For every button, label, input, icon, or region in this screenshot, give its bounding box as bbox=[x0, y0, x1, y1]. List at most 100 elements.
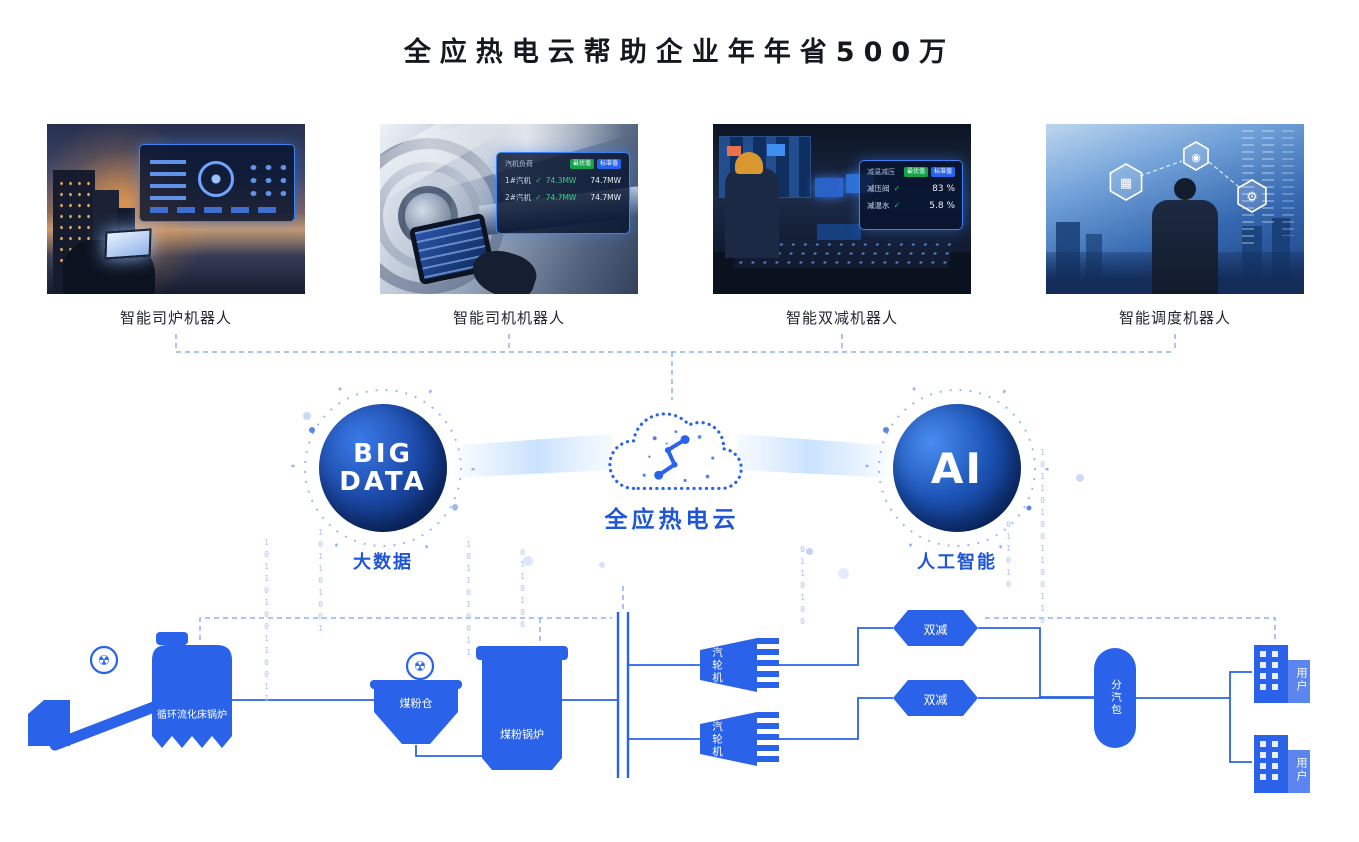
big-data-text-line2: DATA bbox=[339, 467, 427, 497]
binary-column: 1011010011 bbox=[464, 540, 473, 660]
code-column bbox=[1282, 130, 1294, 237]
building-windows bbox=[1260, 651, 1278, 690]
row-value: 83 % bbox=[932, 183, 955, 194]
decor-dot bbox=[303, 412, 311, 420]
binary-column: 011010 bbox=[1004, 520, 1013, 592]
row-optimal-value: 74.7MW bbox=[545, 193, 577, 202]
radiation-glyph: ☢ bbox=[98, 653, 111, 669]
hex-connector-lines bbox=[1139, 160, 1240, 188]
cloud-dots bbox=[642, 430, 715, 483]
user-building-1 bbox=[1254, 645, 1310, 703]
worker-silhouette bbox=[725, 168, 779, 258]
binary-column: 10110100110011 bbox=[262, 538, 271, 706]
big-data-sphere: BIG DATA bbox=[319, 404, 447, 532]
ai-text: AI bbox=[930, 443, 984, 493]
card-caption: 智能司机机器人 bbox=[452, 309, 565, 327]
reducer-1-label: 双减 bbox=[923, 623, 948, 637]
panel-row: 减温水 ✓ 5.8 % bbox=[867, 200, 955, 211]
light-beam-right bbox=[737, 434, 896, 478]
control-room-photo: 减温减压 最优值 标准值 减压阀 ✓ 83 % 减温水 ✓ 5.8 % bbox=[713, 124, 971, 294]
person-hex-icon bbox=[1183, 141, 1209, 171]
cloud-s-mark bbox=[654, 435, 690, 480]
turbine-photo: 汽机负荷 最优值 标准值 1#汽机 ✓ 74.3MW 74.7MW 2#汽机 ✓… bbox=[380, 124, 638, 294]
user-building-2 bbox=[1254, 735, 1310, 793]
turbine-2-shape bbox=[700, 712, 779, 766]
radiation-icon: ☢ bbox=[405, 651, 435, 681]
row-label: 1#汽机 bbox=[505, 176, 532, 185]
decor-dot bbox=[806, 548, 813, 555]
row-value: 5.8 % bbox=[929, 200, 955, 211]
manager-silhouette bbox=[1152, 200, 1218, 294]
radiation-icon: ☢ bbox=[89, 645, 119, 675]
binary-column: 0110100 bbox=[798, 545, 807, 629]
reducer-1-shape bbox=[893, 610, 978, 646]
panel-row: 2#汽机 ✓ 74.7MW 74.7MW bbox=[505, 192, 621, 203]
coal-boiler-shape bbox=[476, 646, 568, 770]
gear-icon: ⚙ bbox=[1246, 190, 1258, 205]
panel-title: 汽机负荷 bbox=[505, 160, 533, 168]
check-icon: ✓ bbox=[535, 176, 542, 185]
manager-silhouette-head bbox=[1174, 178, 1196, 200]
steam-header-bus bbox=[616, 612, 630, 778]
floating-data-panel: 汽机负荷 最优值 标准值 1#汽机 ✓ 74.3MW 74.7MW 2#汽机 ✓… bbox=[496, 152, 630, 234]
decor-dot bbox=[1076, 474, 1084, 482]
user-2-label: 用户 bbox=[1295, 757, 1308, 783]
ai-orbit-rings bbox=[865, 376, 1049, 560]
ai-sphere: AI bbox=[893, 404, 1021, 532]
laptop-screen bbox=[104, 228, 152, 260]
building-windows bbox=[1260, 741, 1278, 780]
hard-hat bbox=[735, 152, 763, 174]
person-icon: ◉ bbox=[1191, 151, 1201, 164]
code-column bbox=[1262, 130, 1274, 225]
decor-dot bbox=[838, 568, 849, 579]
standard-tag: 标准值 bbox=[930, 167, 955, 177]
row-label: 减温水 bbox=[867, 201, 890, 210]
reducer-2-shape bbox=[893, 680, 978, 716]
cfb-boiler-shape bbox=[28, 632, 232, 751]
monitor-icon: ▦ bbox=[1120, 176, 1132, 191]
light-beam-left bbox=[449, 434, 612, 478]
optimal-tag: 最优值 bbox=[903, 167, 928, 177]
big-data-text-line1: BIG bbox=[353, 438, 413, 469]
panel-header: 减温减压 最优值 标准值 bbox=[867, 167, 955, 177]
hmi-buttons bbox=[242, 159, 286, 199]
cloud-logo bbox=[608, 412, 743, 491]
screen-chart-block bbox=[727, 146, 741, 156]
row-label: 2#汽机 bbox=[505, 193, 532, 202]
check-icon: ✓ bbox=[893, 184, 901, 193]
card-caption: 智能调度机器人 bbox=[1118, 309, 1231, 327]
floating-data-panel: 减温减压 最优值 标准值 减压阀 ✓ 83 % 减温水 ✓ 5.8 % bbox=[859, 160, 963, 230]
stoker-photo bbox=[47, 124, 305, 294]
radiation-glyph: ☢ bbox=[414, 659, 427, 675]
binary-column: 101101001100110 bbox=[1038, 448, 1047, 628]
ai-caption: 人工智能 bbox=[917, 552, 997, 573]
robot-card-reducer: 减温减压 最优值 标准值 减压阀 ✓ 83 % 减温水 ✓ 5.8 % 智能双减… bbox=[713, 124, 971, 328]
user-1-label: 用户 bbox=[1295, 667, 1308, 693]
card-caption: 智能双减机器人 bbox=[785, 309, 898, 327]
binary-column: 101101001 bbox=[316, 528, 325, 636]
panel-title: 减温减压 bbox=[867, 168, 895, 176]
decor-dot bbox=[523, 556, 533, 566]
optimal-tag: 最优值 bbox=[569, 159, 594, 169]
hmi-sliders bbox=[150, 160, 186, 202]
check-icon: ✓ bbox=[893, 201, 901, 210]
row-standard-value: 74.7MW bbox=[590, 176, 621, 185]
page-title: 全应热电云帮助企业年年省500万 bbox=[403, 37, 956, 68]
turbine-2-label: 汽轮机 bbox=[711, 721, 723, 759]
binary-column: 0110100 bbox=[518, 548, 527, 632]
robot-card-dispatch: ▦ ◉ ⚙ 智能调度机器人 bbox=[1046, 124, 1304, 328]
robot-card-driver: 汽机负荷 最优值 标准值 1#汽机 ✓ 74.3MW 74.7MW 2#汽机 ✓… bbox=[380, 124, 638, 328]
standard-tag: 标准值 bbox=[596, 159, 621, 169]
turbine-to-user-lines bbox=[779, 627, 1252, 763]
panel-row: 减压阀 ✓ 83 % bbox=[867, 183, 955, 194]
coal-silo-shape bbox=[370, 680, 462, 744]
cfb-boiler-label: 循环流化床锅炉 bbox=[157, 710, 227, 721]
plant-dashed-rails bbox=[199, 586, 1276, 644]
bigdata-orbit-rings bbox=[291, 376, 475, 560]
panel-row: 1#汽机 ✓ 74.3MW 74.7MW bbox=[505, 175, 621, 186]
panel-header: 汽机负荷 最优值 标准值 bbox=[505, 159, 621, 169]
steam-drum-shape bbox=[1094, 648, 1136, 748]
row-optimal-value: 74.3MW bbox=[545, 176, 577, 185]
